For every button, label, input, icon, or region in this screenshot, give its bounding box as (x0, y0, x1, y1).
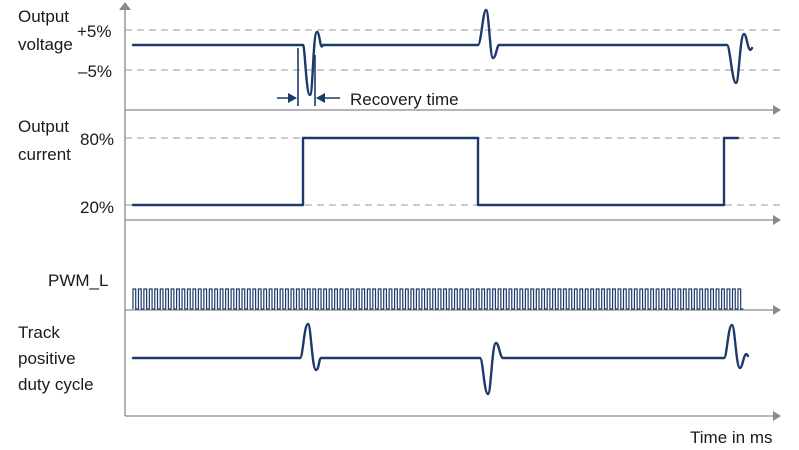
current-panel-label-line1: Output (18, 117, 69, 136)
y-axis-arrowhead (119, 2, 131, 10)
pwm-panel-label: PWM_L (48, 271, 108, 290)
current-panel-label-line2: current (18, 145, 71, 164)
duty-cycle-waveform (131, 322, 750, 396)
duty-panel-label-line3: duty cycle (18, 375, 94, 394)
current-low-level-label: 20% (80, 198, 114, 217)
time-axis-label: Time in ms (690, 428, 773, 447)
recovery-right-arrowhead (316, 93, 325, 103)
voltage-lower-ref-label: –5% (78, 62, 112, 81)
duty-panel-label-line1: Track (18, 323, 60, 342)
current-baseline-arrowhead (773, 215, 781, 225)
voltage-upper-ref-label: +5% (77, 22, 112, 41)
recovery-time-label: Recovery time (350, 90, 459, 109)
current-high-level-label: 80% (80, 130, 114, 149)
pwm-pulse-train (132, 288, 744, 310)
voltage-baseline-arrowhead (773, 105, 781, 115)
duty-panel-label-line2: positive (18, 349, 76, 368)
pwm-baseline-arrowhead (773, 305, 781, 315)
voltage-panel-label-line1: Output (18, 7, 69, 26)
time-axis-arrowhead (773, 411, 781, 421)
output-voltage-waveform (131, 8, 754, 97)
recovery-left-arrowhead (288, 93, 297, 103)
output-current-waveform (131, 136, 740, 207)
voltage-panel-label-line2: voltage (18, 35, 73, 54)
